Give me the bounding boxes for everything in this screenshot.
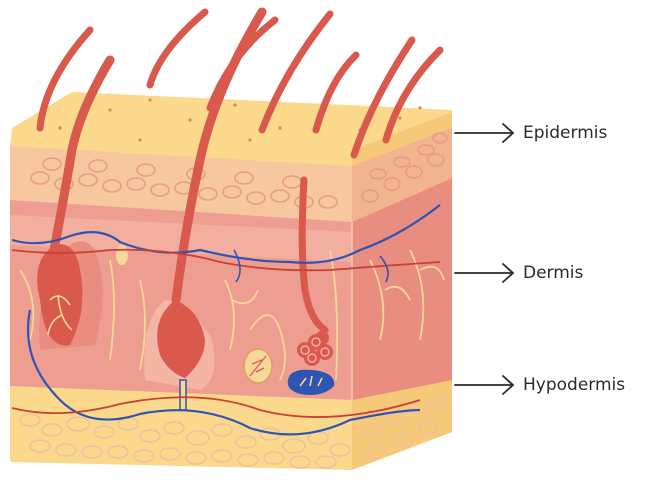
pacinian-corpuscle	[244, 349, 272, 383]
hypodermis-label: Hypodermis	[523, 375, 625, 395]
right-arrow-icon	[455, 264, 513, 282]
epidermis-label: Epidermis	[523, 123, 607, 143]
dermis-label: Dermis	[523, 263, 583, 283]
right-arrow-icon	[455, 376, 513, 394]
small-gland	[116, 245, 128, 265]
right-arrow-icon	[455, 124, 513, 142]
